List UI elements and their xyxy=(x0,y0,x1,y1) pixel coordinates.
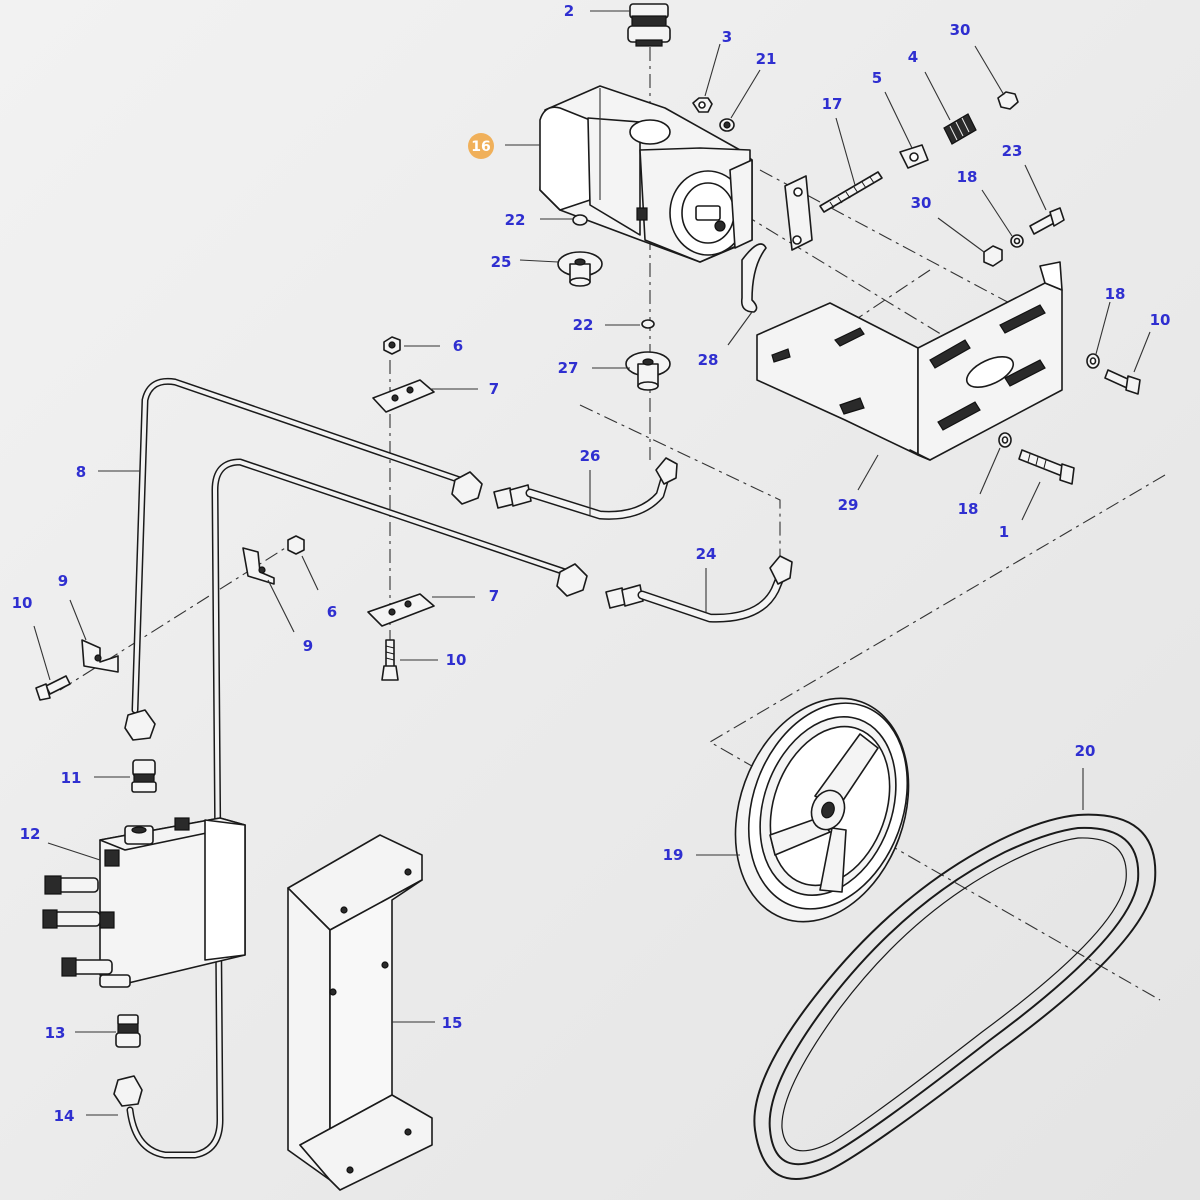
part-29-bracket xyxy=(756,261,1063,461)
part-10-bolt-a xyxy=(1104,369,1141,395)
part-6-nut-a xyxy=(383,336,401,355)
part-10-bolt-b xyxy=(35,675,71,701)
part-7-clamp-b xyxy=(367,593,435,627)
part-21-washer xyxy=(719,118,735,132)
part-23-bolt xyxy=(1029,207,1065,235)
part-24-hose xyxy=(605,555,793,623)
callout-12[interactable]: 12 xyxy=(20,825,41,843)
callout-10-a[interactable]: 10 xyxy=(1150,311,1171,329)
part-6-nut-b xyxy=(287,535,305,555)
callout-10-b[interactable]: 10 xyxy=(12,594,33,612)
pipe-nut-26 xyxy=(451,471,483,505)
callout-10-c[interactable]: 10 xyxy=(446,651,467,669)
callout-23[interactable]: 23 xyxy=(1002,142,1023,160)
callout-9-b[interactable]: 9 xyxy=(303,637,313,655)
part-26-hose xyxy=(493,457,678,520)
callout-30-top[interactable]: 30 xyxy=(950,21,971,39)
part-7-clamp-a xyxy=(372,379,435,413)
part-14-nut xyxy=(113,1075,143,1107)
callout-22-a[interactable]: 22 xyxy=(505,211,526,229)
callout-13[interactable]: 13 xyxy=(45,1024,66,1042)
callout-20[interactable]: 20 xyxy=(1075,742,1096,760)
part-3-nut xyxy=(692,97,713,113)
line-24-pipe xyxy=(126,458,569,1159)
callout-7-b[interactable]: 7 xyxy=(489,587,499,605)
part-18-washer-a xyxy=(1010,234,1024,248)
callout-24[interactable]: 24 xyxy=(696,545,717,563)
part-5-clip xyxy=(899,144,929,169)
part-22-washer-b xyxy=(641,319,655,329)
part-8-pipe xyxy=(131,377,464,714)
part-30-nut-top xyxy=(997,91,1019,110)
callout-21[interactable]: 21 xyxy=(756,50,777,68)
callout-17[interactable]: 17 xyxy=(822,95,843,113)
leader-lines xyxy=(33,10,1151,1116)
part-13-fitting xyxy=(115,1014,141,1048)
callout-4[interactable]: 4 xyxy=(908,48,918,66)
part-1-bolt xyxy=(1018,449,1075,485)
callout-3[interactable]: 3 xyxy=(722,28,732,46)
callout-15[interactable]: 15 xyxy=(442,1014,463,1032)
callout-6-a[interactable]: 6 xyxy=(453,337,463,355)
callout-9-a[interactable]: 9 xyxy=(58,572,68,590)
callout-25[interactable]: 25 xyxy=(491,253,512,271)
callout-7-a[interactable]: 7 xyxy=(489,380,499,398)
part-18-washer-c xyxy=(998,432,1012,448)
callout-8[interactable]: 8 xyxy=(76,463,86,481)
callout-30-b[interactable]: 30 xyxy=(911,194,932,212)
part-4-sleeve xyxy=(943,113,977,145)
part-25-mount xyxy=(557,251,603,287)
part-18-washer-b xyxy=(1086,353,1100,369)
callout-2[interactable]: 2 xyxy=(564,2,574,20)
callout-6-b[interactable]: 6 xyxy=(327,603,337,621)
part-30-nut-b xyxy=(983,245,1003,267)
callout-11[interactable]: 11 xyxy=(61,769,82,787)
part-2-fitting xyxy=(627,3,671,47)
callout-16[interactable]: 16 xyxy=(471,139,490,155)
callout-27[interactable]: 27 xyxy=(558,359,579,377)
part-9-clamp-a xyxy=(242,547,275,585)
part-17-threaded-rod xyxy=(819,171,883,213)
callout-5[interactable]: 5 xyxy=(872,69,882,87)
callout-18-b[interactable]: 18 xyxy=(1105,285,1126,303)
part-12-valve xyxy=(42,817,246,988)
part-19-pulley xyxy=(734,697,910,923)
part-15-bracket xyxy=(287,834,433,1191)
callout-labels: 2 3 21 30 4 5 17 16 23 18 30 22 25 22 27… xyxy=(12,2,1171,1125)
part-10-bolt-c xyxy=(381,639,399,681)
part-9-clamp-b xyxy=(81,639,119,673)
callout-18-c[interactable]: 18 xyxy=(958,500,979,518)
part-28-strap xyxy=(740,243,767,313)
pipe-nut-24 xyxy=(556,563,588,597)
callout-22-b[interactable]: 22 xyxy=(573,316,594,334)
callout-14[interactable]: 14 xyxy=(54,1107,75,1125)
callout-28[interactable]: 28 xyxy=(698,351,719,369)
part-27-mount xyxy=(625,351,671,391)
callout-19[interactable]: 19 xyxy=(663,846,684,864)
callout-26[interactable]: 26 xyxy=(580,447,601,465)
part-plate xyxy=(784,175,813,251)
part-11-fitting xyxy=(124,709,157,793)
part-16-pump xyxy=(539,85,753,263)
part-22-washer-a xyxy=(572,214,588,226)
highlight-badge xyxy=(468,133,494,159)
callout-1[interactable]: 1 xyxy=(999,523,1009,541)
callout-29[interactable]: 29 xyxy=(838,496,859,514)
part-20-belt xyxy=(753,813,1157,1180)
callout-18-a[interactable]: 18 xyxy=(957,168,978,186)
